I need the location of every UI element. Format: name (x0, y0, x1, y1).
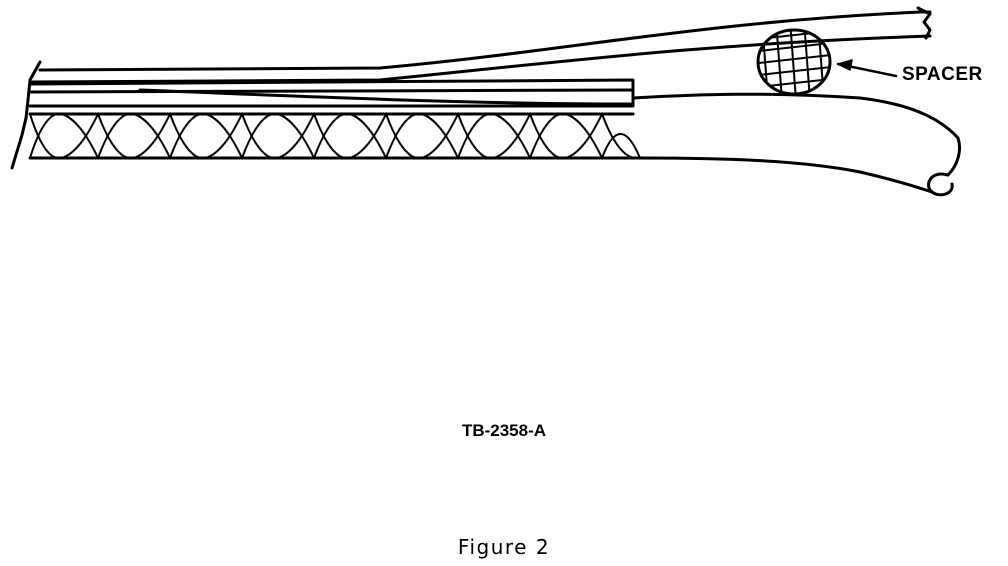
drawing-number: TB-2358-A (461, 421, 547, 440)
inner-insert-diagonal (138, 88, 635, 106)
spacer-label: SPACER (902, 64, 983, 85)
upper-strip-top (38, 10, 932, 72)
body-bottom-line (28, 156, 934, 194)
upper-strip-bottom (28, 34, 932, 84)
lattice-mesh (29, 112, 641, 160)
body-right-profile (631, 92, 962, 177)
spacer-callout-arrowhead (837, 59, 853, 71)
inner-insert-box (28, 78, 635, 108)
right-end-loop (927, 172, 954, 197)
spacer-ball (756, 28, 832, 96)
left-cut-edge (10, 60, 42, 170)
inner-insert-mid-line (28, 88, 635, 94)
strip-end-right (916, 6, 932, 40)
figure-caption: Figure 2 (457, 535, 551, 559)
